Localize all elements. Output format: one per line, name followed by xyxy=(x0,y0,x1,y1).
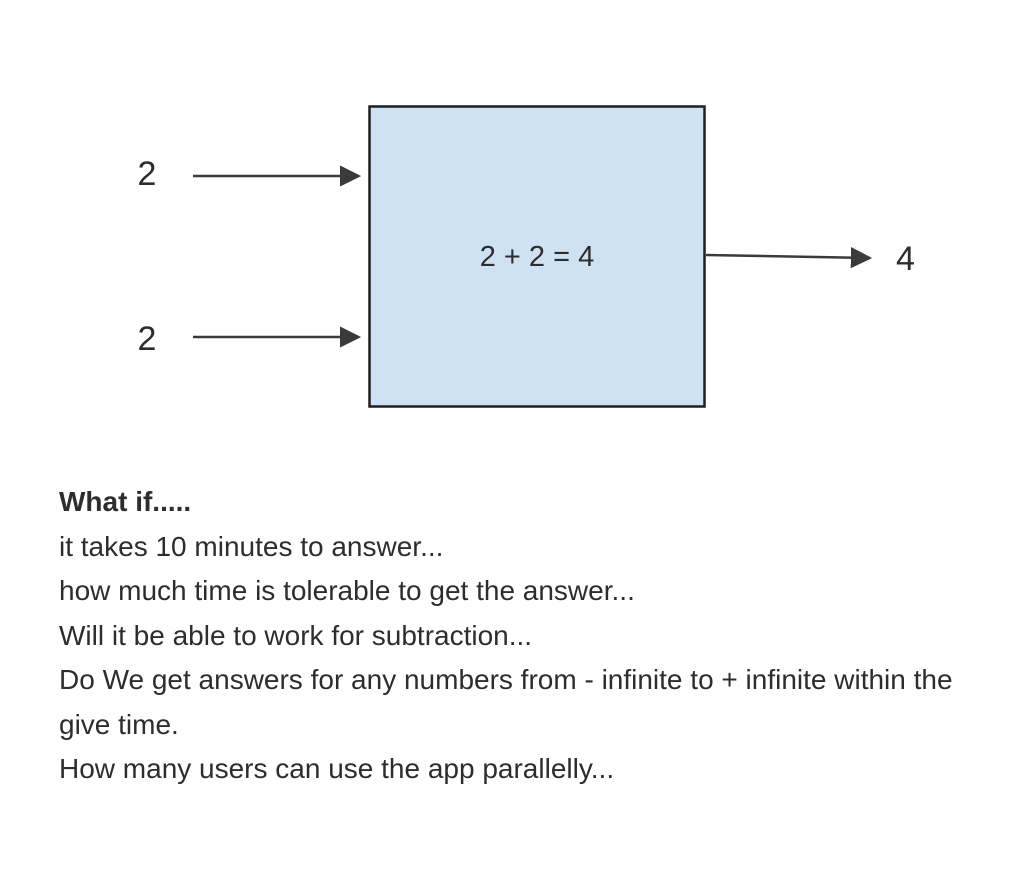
question-line: How many users can use the app parallell… xyxy=(59,753,615,784)
diagram-canvas: 2 2 4 2 + 2 = 4 xyxy=(138,105,915,408)
questions-section: What if..... it takes 10 minutes to answ… xyxy=(59,480,964,792)
output-arrow xyxy=(705,247,873,269)
input-label-top: 2 xyxy=(138,155,157,193)
questions-heading: What if..... xyxy=(59,486,192,517)
process-box-label: 2 + 2 = 4 xyxy=(480,241,595,273)
input-label-bottom: 2 xyxy=(138,320,157,358)
addition-flow-diagram: 2 2 4 2 + 2 = 4 xyxy=(138,105,915,408)
question-line: it takes 10 minutes to answer... xyxy=(59,530,444,562)
process-box xyxy=(368,105,706,408)
question-line: Will it be able to work for subtraction.… xyxy=(59,619,533,651)
output-label: 4 xyxy=(896,240,915,278)
question-line: how much time is tolerable to get the an… xyxy=(59,575,635,606)
question-line: Do We get answers for any numbers from -… xyxy=(59,664,953,740)
